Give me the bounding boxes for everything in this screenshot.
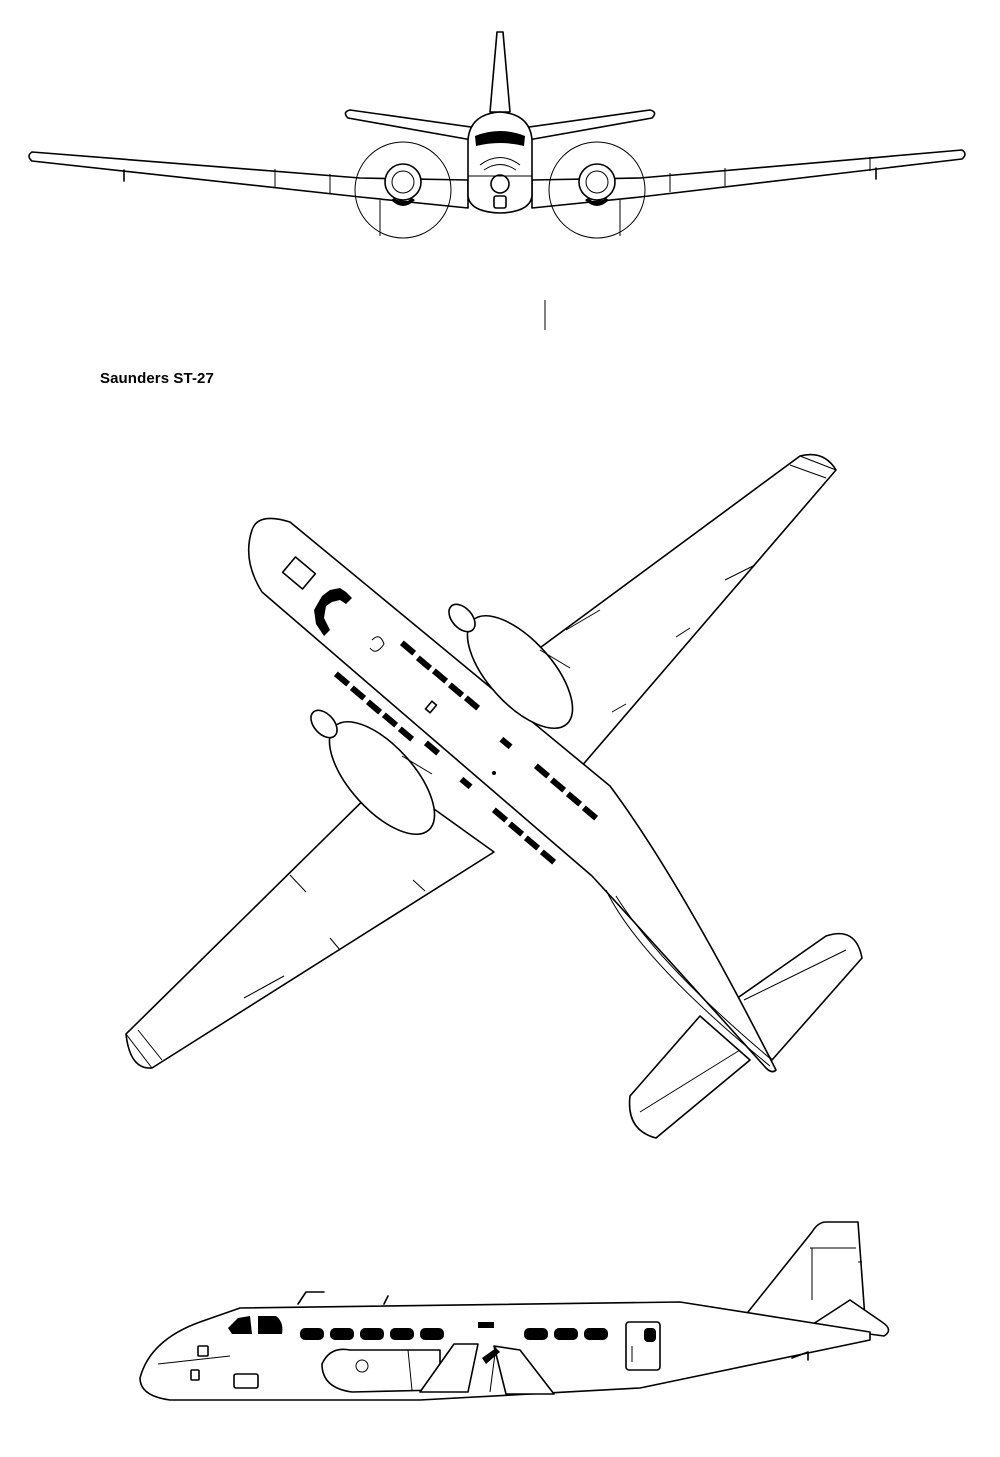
side-fin bbox=[739, 1221, 867, 1333]
front-left-wing bbox=[28, 151, 469, 209]
front-windscreen bbox=[475, 131, 525, 146]
plan-right-tailplane bbox=[725, 932, 863, 1061]
plan-fuselage bbox=[247, 517, 777, 1073]
plan-right-spinner bbox=[448, 603, 476, 633]
side-view bbox=[139, 1221, 890, 1401]
front-right-prop-disc bbox=[548, 141, 646, 239]
front-view bbox=[28, 31, 966, 330]
plan-view bbox=[125, 453, 863, 1139]
front-left-tailplane bbox=[344, 109, 479, 141]
side-cockpit-windows bbox=[228, 1316, 283, 1334]
side-wing bbox=[419, 1343, 479, 1393]
front-right-wing bbox=[531, 149, 966, 209]
plan-cabin-windows-lower bbox=[333, 671, 557, 865]
plan-left-wing bbox=[125, 775, 495, 1069]
plan-left-tailplane bbox=[628, 1015, 751, 1139]
front-left-prop-disc bbox=[354, 141, 452, 239]
front-right-tailplane bbox=[521, 109, 656, 141]
plan-cockpit-windows bbox=[314, 588, 352, 636]
drawing-title: Saunders ST-27 bbox=[100, 370, 214, 387]
plan-cabin-windows-upper bbox=[399, 640, 599, 821]
side-nacelle bbox=[321, 1348, 441, 1393]
plan-left-spinner bbox=[310, 709, 338, 739]
front-left-nacelle bbox=[384, 163, 422, 201]
front-fin bbox=[489, 31, 511, 113]
side-rear-door bbox=[625, 1321, 661, 1371]
front-right-nacelle bbox=[578, 163, 616, 201]
side-cabin-windows bbox=[300, 1328, 608, 1340]
